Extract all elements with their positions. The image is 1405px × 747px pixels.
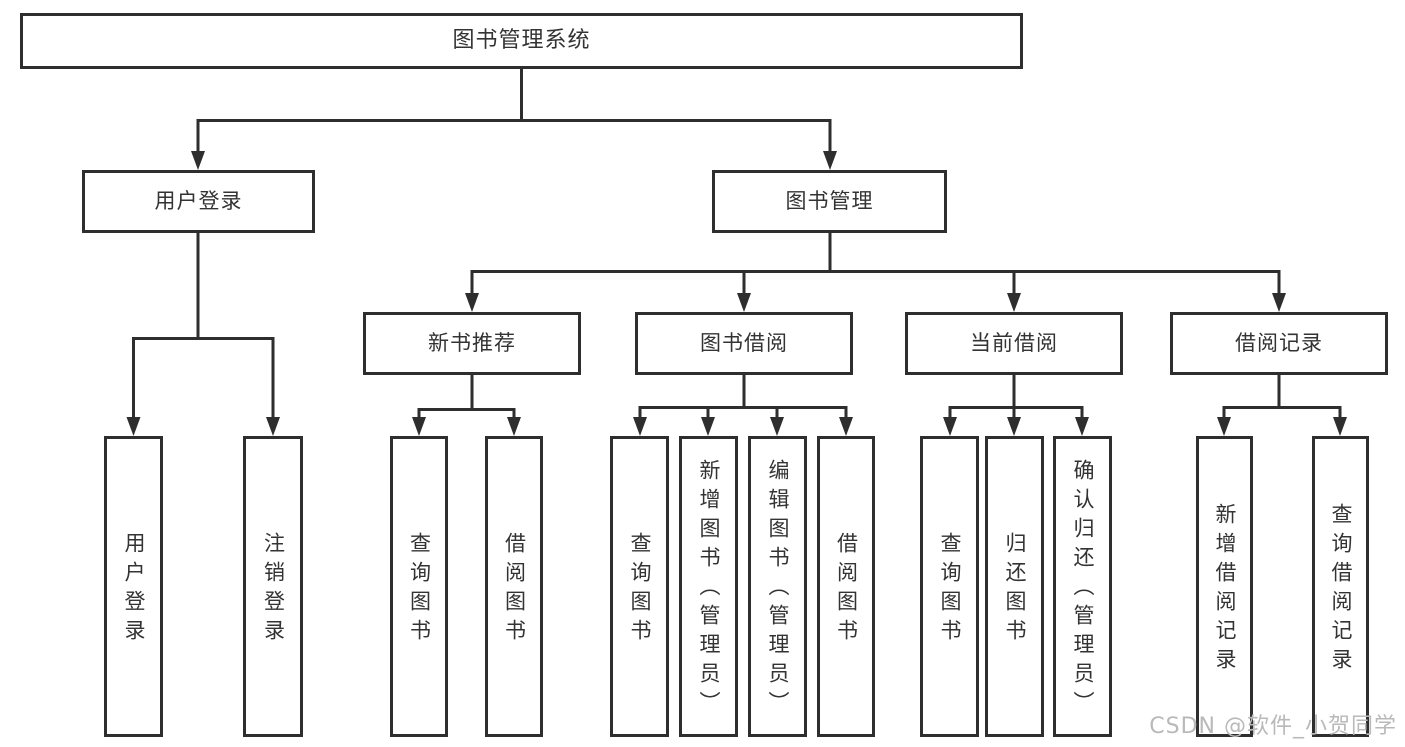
node-borrow-records: 借阅记录 [1170, 312, 1388, 375]
leaf-edit-books-admin: 编辑图书（管理员） [748, 436, 807, 737]
node-new-book-recommend: 新书推荐 [363, 312, 581, 375]
node-book-borrow: 图书借阅 [635, 312, 853, 375]
leaf-user-login: 用户登录 [104, 436, 163, 737]
leaf-borrow-books-recommend: 借阅图书 [485, 436, 543, 737]
leaf-query-borrow-record: 查询借阅记录 [1312, 436, 1369, 737]
node-book-management: 图书管理 [712, 170, 947, 233]
leaf-query-books-recommend: 查询图书 [390, 436, 448, 737]
leaf-borrow-books: 借阅图书 [817, 436, 875, 737]
leaf-return-books: 归还图书 [985, 436, 1044, 737]
leaf-query-books-current: 查询图书 [920, 436, 979, 737]
leaf-add-books-admin: 新增图书（管理员） [679, 436, 738, 737]
node-current-borrow: 当前借阅 [905, 312, 1123, 375]
arrowheads [126, 151, 1347, 436]
leaf-query-books-borrow: 查询图书 [610, 436, 669, 737]
csdn-watermark: CSDN @软件_小贺同学 [1149, 714, 1397, 739]
leaf-add-borrow-record: 新增借阅记录 [1196, 436, 1253, 737]
leaf-confirm-return-admin: 确认归还（管理员） [1053, 436, 1112, 737]
node-user-login: 用户登录 [82, 170, 315, 233]
node-library-management-system: 图书管理系统 [20, 13, 1023, 69]
leaf-logout: 注销登录 [243, 436, 303, 737]
